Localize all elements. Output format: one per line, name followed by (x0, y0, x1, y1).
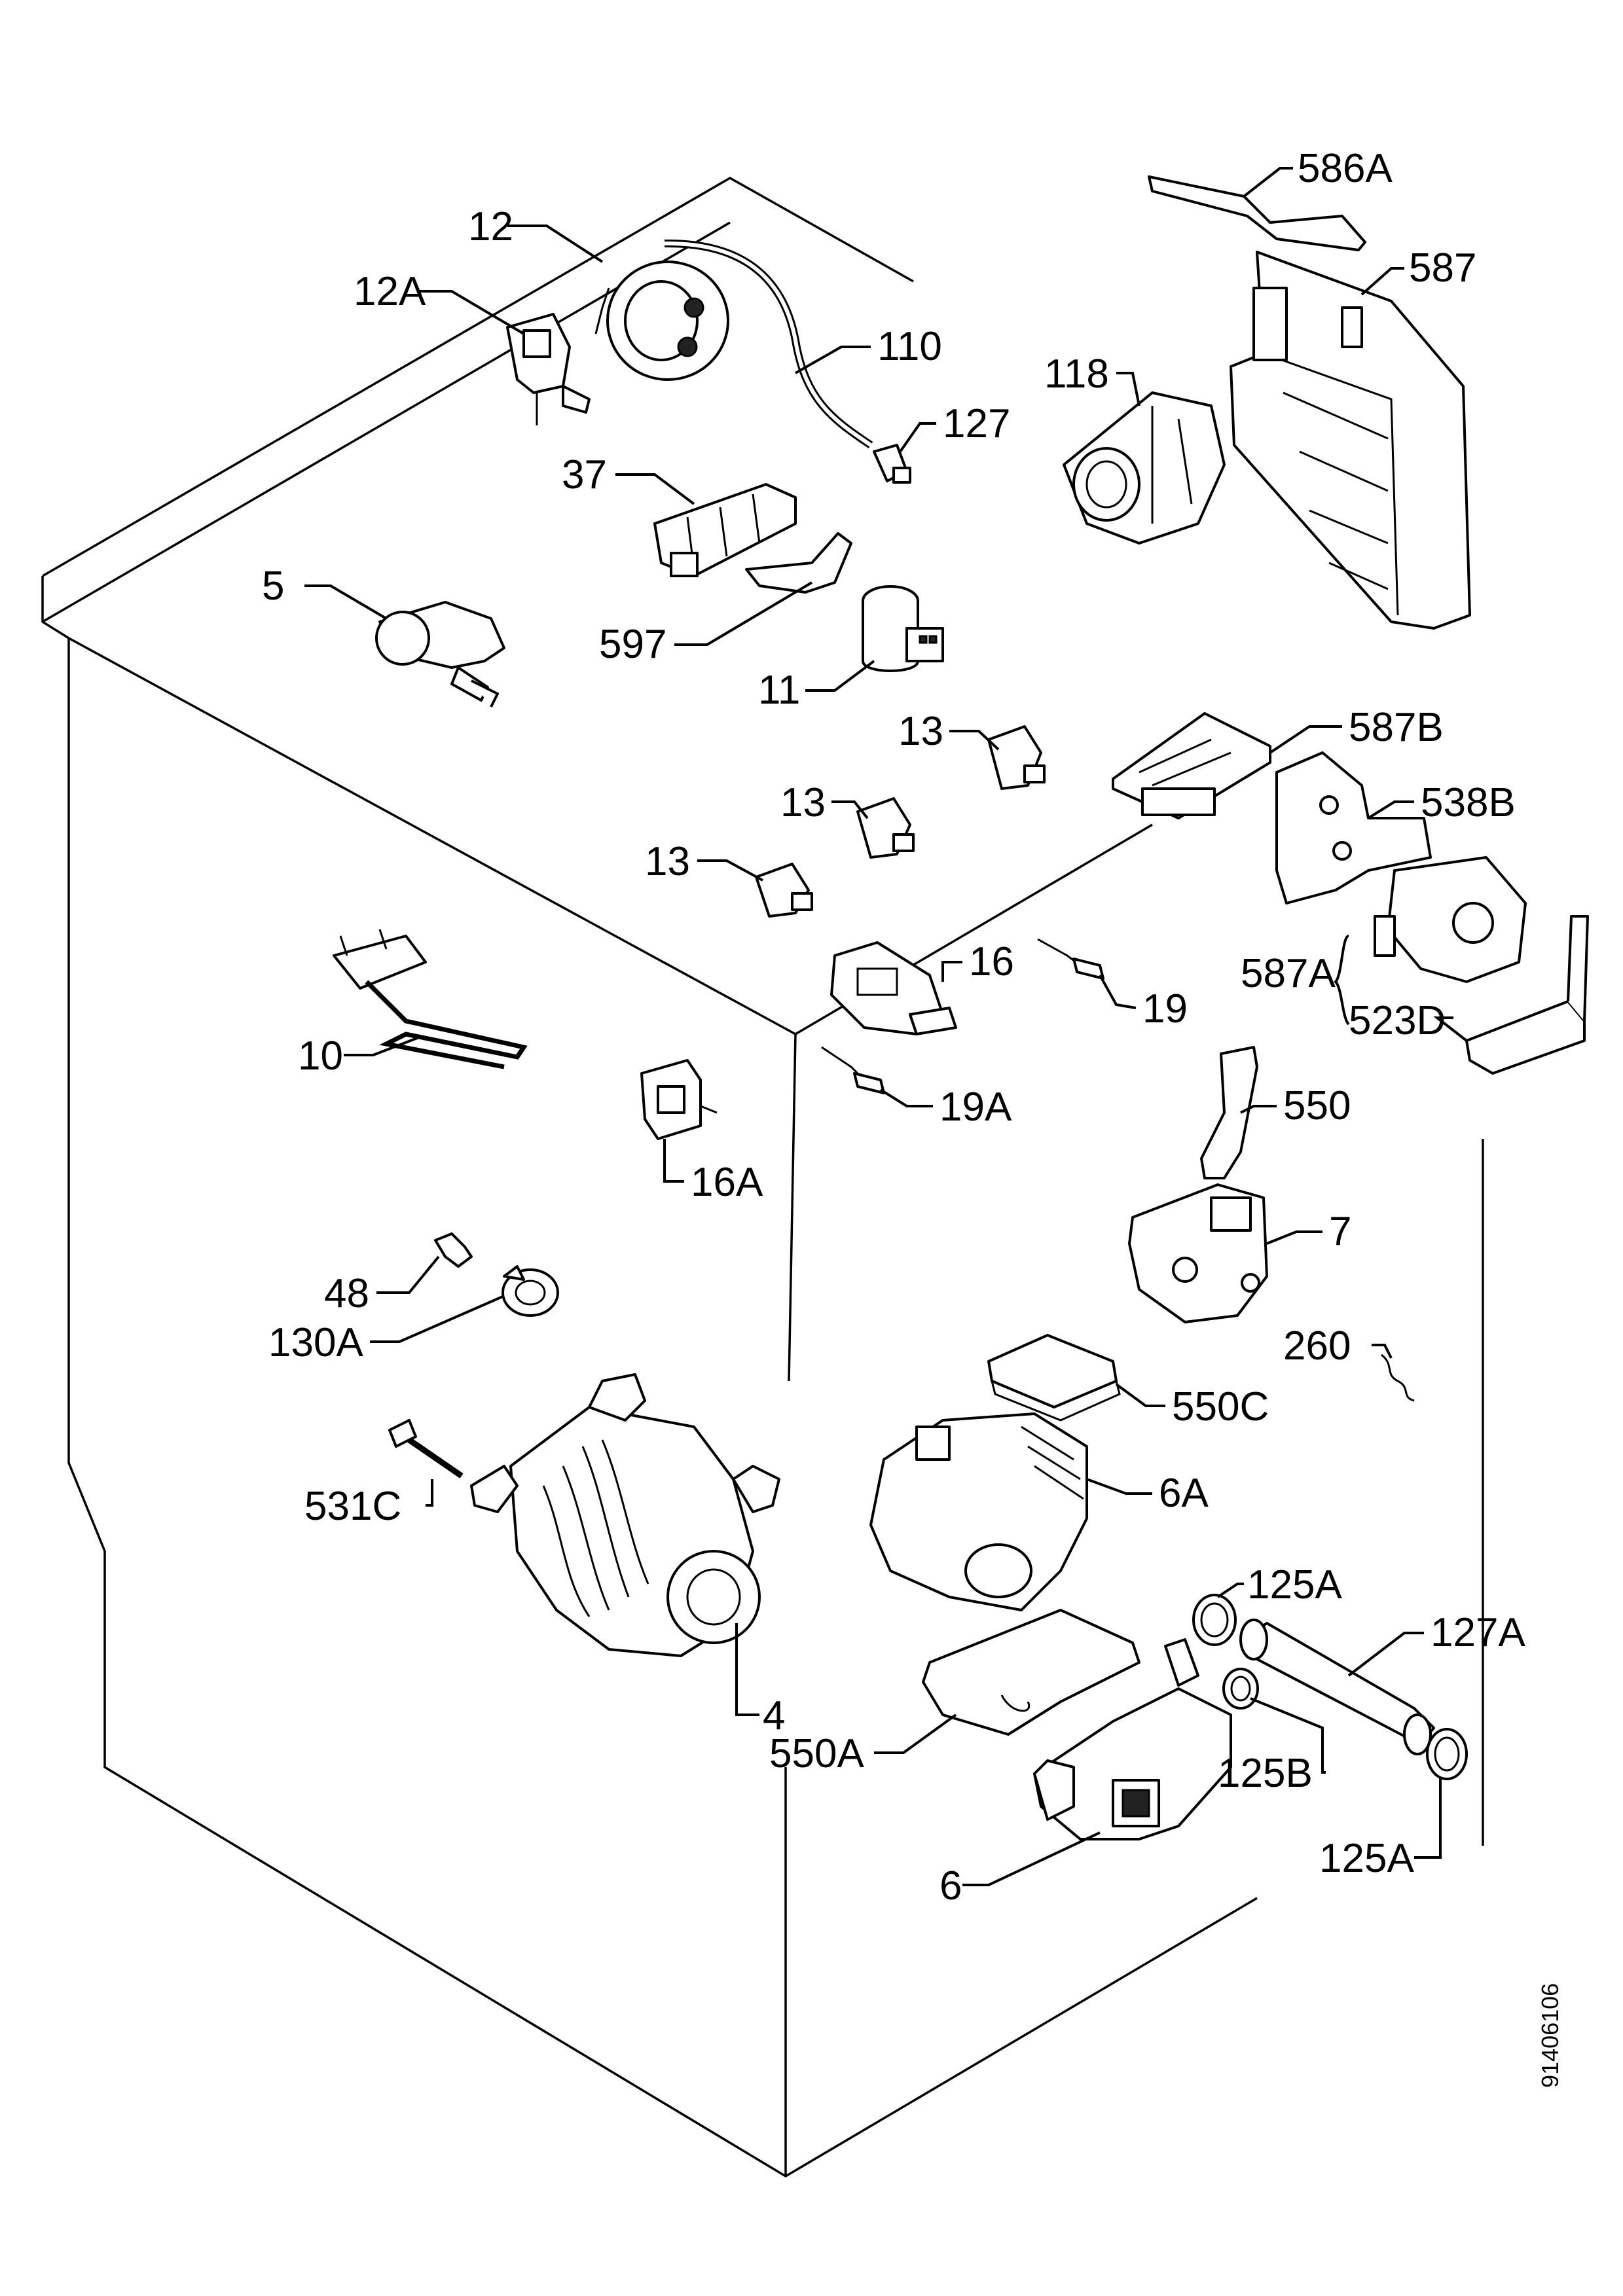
spring-260 (1381, 1354, 1415, 1402)
switch-16a (640, 1059, 718, 1140)
heating-element-10 (333, 929, 528, 1069)
callout-13-c: 13 (645, 839, 690, 884)
callout-110: 110 (877, 324, 942, 369)
pressure-switch-12 (594, 260, 729, 381)
callout-125a-top: 125A (1247, 1562, 1342, 1607)
callout-127: 127 (943, 401, 1010, 446)
inlet-valve-5 (375, 601, 505, 708)
callout-550c: 550C (1172, 1384, 1269, 1429)
bracket-538b (1275, 751, 1432, 905)
callout-531c: 531C (304, 1484, 401, 1529)
callout-130a: 130A (268, 1320, 363, 1365)
callout-7: 7 (1329, 1209, 1351, 1254)
connector-13-a (987, 725, 1046, 790)
hose-110 (664, 239, 873, 448)
callout-118: 118 (1044, 351, 1109, 397)
callout-587b: 587B (1349, 705, 1444, 750)
callout-13-a: 13 (898, 709, 943, 754)
callout-48: 48 (324, 1271, 369, 1316)
timer-118 (1063, 391, 1226, 545)
grommet-130a (501, 1265, 559, 1317)
programmer-587a (1374, 856, 1527, 983)
callout-10: 10 (298, 1033, 343, 1079)
callout-5: 5 (262, 564, 284, 609)
seal-125a-top (1192, 1594, 1237, 1646)
callout-550: 550 (1283, 1083, 1351, 1128)
callout-12: 12 (468, 204, 513, 249)
circuit-board-587b (1112, 712, 1271, 819)
callout-19: 19 (1142, 986, 1188, 1031)
bracket-597 (745, 532, 852, 594)
callout-127a: 127A (1431, 1610, 1525, 1655)
callout-597: 597 (599, 622, 666, 667)
lever-550 (1200, 1046, 1258, 1179)
callout-19a: 19A (939, 1085, 1012, 1130)
control-panel-587 (1230, 251, 1471, 630)
callout-37: 37 (562, 452, 607, 497)
callout-13-b: 13 (780, 780, 826, 825)
callout-125a-bottom: 125A (1319, 1836, 1414, 1881)
door-lock-16 (830, 941, 957, 1035)
pump-6a (869, 1412, 1088, 1611)
hose-127a (1239, 1619, 1435, 1755)
cover-550a (922, 1609, 1140, 1736)
callout-11: 11 (758, 668, 800, 713)
sensor-19a (821, 1046, 885, 1094)
callout-260: 260 (1283, 1323, 1351, 1369)
capacitor-11 (862, 585, 944, 672)
connector-13-c (755, 863, 813, 918)
bracket-523d (1465, 915, 1589, 1075)
seal-125a-bottom (1426, 1728, 1468, 1780)
lock-assembly-7 (1128, 1183, 1268, 1323)
sensor-19 (1037, 938, 1104, 980)
callout-523d: 523D (1349, 998, 1446, 1043)
callout-4: 4 (763, 1693, 785, 1738)
document-id: 91406106 (1537, 1983, 1563, 2088)
drain-pump-6 (1033, 1638, 1232, 1840)
cover-550c (987, 1334, 1121, 1422)
leader-lines (304, 167, 1468, 1886)
callout-6a: 6A (1159, 1471, 1209, 1516)
callout-16: 16 (969, 939, 1014, 984)
seal-125b (1222, 1668, 1259, 1710)
screw-48 (434, 1232, 473, 1268)
callout-16a: 16A (691, 1160, 763, 1205)
bolt-531c (388, 1419, 464, 1479)
callout-labels: 586A 587 12 12A 110 118 127 37 5 597 11 … (262, 146, 1525, 1909)
callout-125b: 125B (1218, 1751, 1313, 1796)
motor-4 (470, 1373, 780, 1657)
terminal-block-37 (653, 483, 797, 577)
bracket-586a (1148, 175, 1366, 251)
callout-587: 587 (1409, 245, 1476, 291)
callout-550a: 550A (769, 1731, 864, 1776)
callout-6: 6 (939, 1863, 962, 1909)
callout-586a: 586A (1298, 146, 1393, 191)
callout-12a: 12A (354, 269, 426, 314)
sensor-127 (873, 444, 911, 484)
connector-13-b (856, 797, 915, 859)
callout-587a: 587A (1241, 951, 1336, 996)
callout-538b: 538B (1421, 780, 1516, 825)
